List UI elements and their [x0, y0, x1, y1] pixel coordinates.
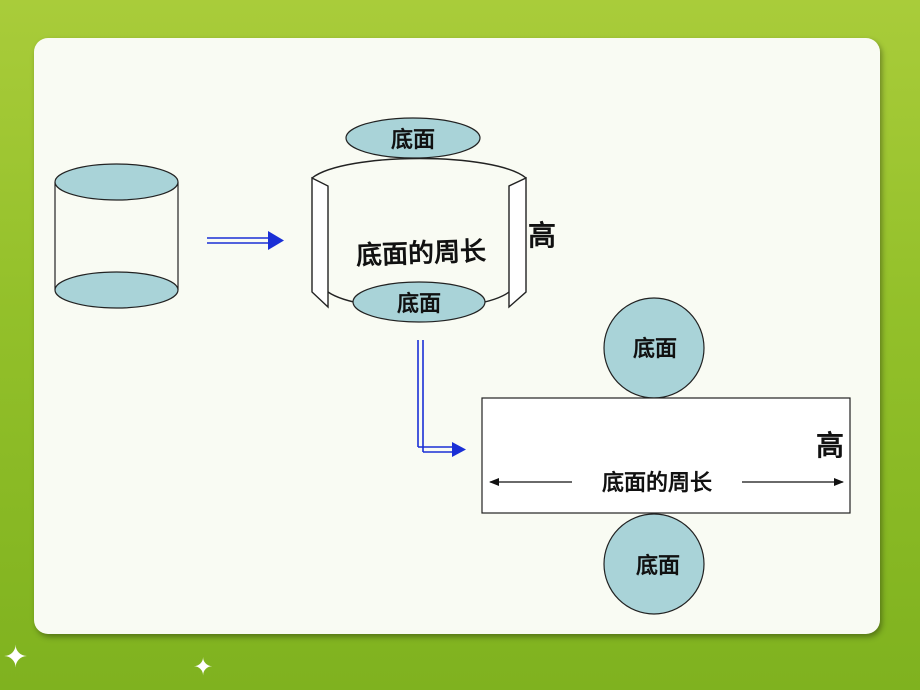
sparkle-decoration-left: ✦	[3, 640, 29, 675]
net-top-base-label: 底面	[633, 336, 677, 362]
cylinder-height-label: 高	[528, 219, 556, 252]
net-bottom-base: 底面	[603, 513, 705, 615]
curved-circumference-label: 底面的周长	[356, 236, 488, 272]
net-bottom-base-label: 底面	[636, 553, 680, 579]
unroll-arrow	[207, 231, 284, 250]
top-base-ellipse: 底面	[345, 117, 481, 159]
sparkle-decoration-center: ✦	[193, 653, 214, 681]
flatten-arrow	[417, 340, 466, 457]
net-height-label: 高	[816, 429, 844, 462]
top-base-label: 底面	[391, 127, 435, 153]
cylinder-shape	[54, 163, 179, 309]
net-circumference-label: 底面的周长	[602, 470, 713, 496]
bottom-base-label: 底面	[397, 291, 441, 317]
cylinder-top-disc	[54, 163, 179, 201]
net-rectangle: 高 底面的周长	[481, 397, 851, 514]
net-top-base: 底面	[603, 297, 705, 399]
bottom-base-ellipse: 底面	[352, 281, 486, 323]
cylinder-bottom-disc	[54, 271, 179, 309]
